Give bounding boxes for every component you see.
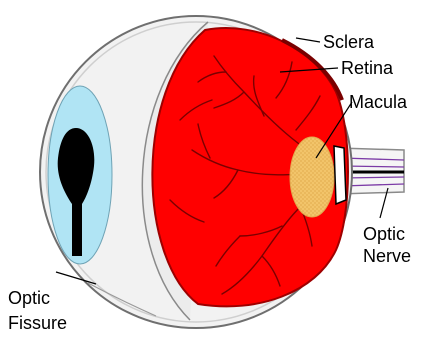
optic-disc xyxy=(334,146,346,204)
macula xyxy=(290,137,334,217)
label-optic-fissure-2: Fissure xyxy=(8,313,67,333)
label-optic-nerve-1: Optic xyxy=(363,224,405,244)
label-optic-nerve-2: Nerve xyxy=(363,246,411,266)
label-retina: Retina xyxy=(341,58,394,78)
label-optic-fissure-1: Optic xyxy=(8,288,50,308)
label-macula: Macula xyxy=(349,92,408,112)
label-sclera: Sclera xyxy=(323,32,375,52)
